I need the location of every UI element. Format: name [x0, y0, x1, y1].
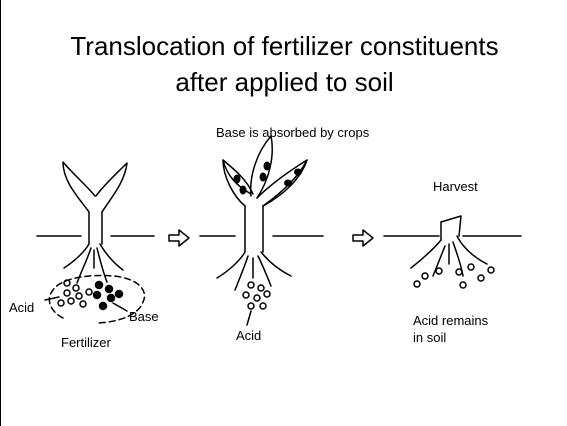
acid-remains-line-1: Acid remains	[413, 312, 488, 329]
acid-remains-line-2: in soil	[413, 329, 488, 346]
arrow-right-icon-2	[353, 230, 373, 246]
label-base-left: Base	[129, 309, 159, 324]
harvested-stump	[411, 216, 487, 276]
label-fertilizer: Fertilizer	[61, 335, 111, 350]
acid-granules-middle	[243, 282, 270, 309]
label-acid-middle: Acid	[236, 328, 261, 343]
grown-plant	[217, 136, 307, 290]
acid-pointer	[45, 297, 59, 300]
label-harvest: Harvest	[433, 179, 478, 194]
seedling-plant	[63, 162, 127, 283]
label-acid-remains: Acid remains in soil	[413, 312, 488, 346]
label-absorbed: Base is absorbed by crops	[216, 125, 369, 140]
fertilizer-granules	[58, 280, 92, 307]
arrow-right-icon-1	[169, 230, 189, 246]
acid-granules-right	[414, 264, 494, 288]
label-acid-left: Acid	[9, 300, 34, 315]
acid-pointer-middle	[247, 311, 251, 325]
base-pointer	[113, 303, 127, 311]
